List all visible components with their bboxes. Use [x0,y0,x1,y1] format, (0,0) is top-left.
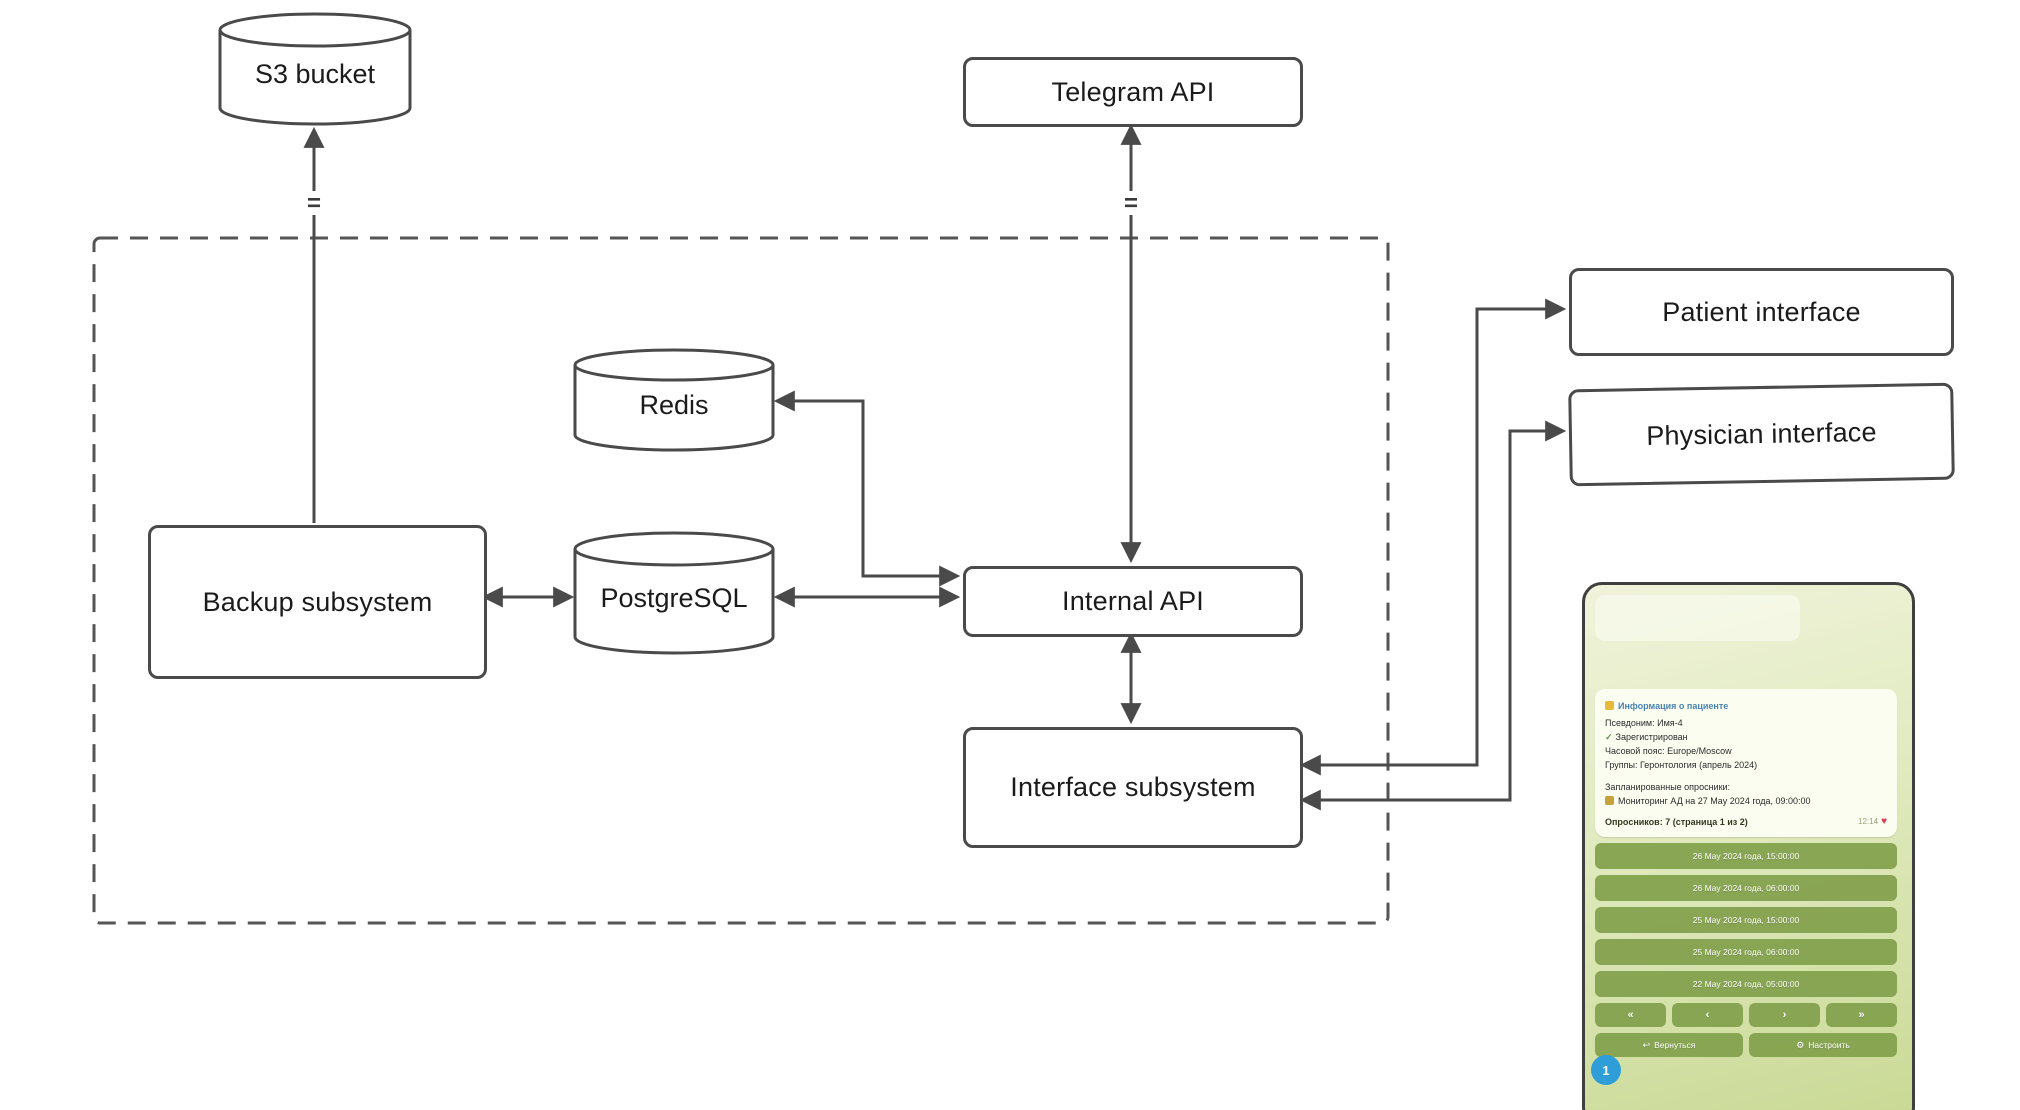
physician-interface-node: Physician interface [1568,382,1955,487]
postgresql-label: PostgreSQL [575,576,773,620]
arrow-interface-physician [1299,420,1567,811]
calendar-icon [1605,796,1614,805]
previous-message-remnant [1595,595,1800,641]
check-icon: ✓ [1605,732,1613,742]
prev-page-button: ‹ [1672,1003,1743,1027]
internal-api-label: Internal API [1062,586,1204,616]
timezone-line: Часовой пояс: Europe/Moscow [1605,746,1732,756]
spacer [1605,772,1887,780]
internal-api-node: Internal API [963,566,1303,637]
patient-info-message: Информация о пациенте Псевдоним: Имя-4 ✓… [1595,689,1897,837]
schedule-button: 25 May 2024 года, 06:00:00 [1595,939,1897,965]
postgresql-text: PostgreSQL [600,582,748,613]
next-page-button: › [1749,1003,1820,1027]
scheduled-item-line: Мониторинг АД на 27 May 2024 года, 09:00… [1605,794,1887,808]
telegram-api-label: Telegram API [1051,76,1215,107]
patient-interface-node: Patient interface [1569,268,1954,356]
back-button: ↩ Вернуться [1595,1033,1743,1057]
postgresql-cylinder [573,549,775,655]
backup-subsystem-label: Backup subsystem [202,586,433,617]
schedule-button: 25 May 2024 года, 15:00:00 [1595,907,1897,933]
s3-bucket-text: S3 bucket [254,58,376,89]
telegram-api-node: Telegram API [963,57,1303,127]
scheduled-header-line: Запланированные опросники: [1605,782,1731,792]
phone-mockup: Информация о пациенте Псевдоним: Имя-4 ✓… [1582,582,1915,1110]
arrow-interface-patient [1299,298,1567,776]
arrow-redis-internal [773,390,961,587]
physician-interface-label: Physician interface [1646,416,1877,452]
redis-cylinder-top [573,348,775,382]
schedule-button: 22 May 2024 года, 05:00:00 [1595,971,1897,997]
settings-button: ⚙ Настроить [1749,1033,1897,1057]
message-title-row: Информация о пациенте [1605,699,1887,713]
next-page-icon: › [1782,1009,1787,1021]
back-icon: ↩ [1642,1039,1651,1050]
scheduled-item-text: Мониторинг АД на 27 May 2024 года, 09:00… [1618,796,1811,806]
registered-text: Зарегистрирован [1615,732,1688,742]
heart-reaction-icon: ♥ [1881,816,1887,827]
gear-icon: ⚙ [1796,1039,1805,1050]
redis-label: Redis [575,383,773,427]
survey-count-text: Опросников: 7 (страница 1 из 2) [1605,817,1748,827]
boundary-mark-bg [303,191,325,215]
schedule-button: 26 May 2024 года, 15:00:00 [1595,843,1897,869]
nickname-line: Псевдоним: Имя-4 [1605,718,1683,728]
message-time: 12:14 [1858,817,1879,826]
postgresql-cylinder-top [573,531,775,567]
schedule-button: 26 May 2024 года, 06:00:00 [1595,875,1897,901]
s3-cylinder [218,30,412,126]
registered-line: ✓Зарегистрирован [1605,730,1887,744]
s3-bucket-label: S3 bucket [220,52,410,96]
info-icon [1605,701,1614,710]
interface-subsystem-label: Interface subsystem [1010,772,1256,802]
unread-count-badge: 1 [1591,1055,1621,1085]
first-page-button: « [1595,1003,1666,1027]
message-meta: 12:14♥ [1858,815,1887,829]
interface-subsystem-node: Interface subsystem [963,727,1303,848]
groups-line: Группы: Геронтология (апрель 2024) [1605,760,1758,770]
message-title: Информация о пациенте [1618,701,1729,711]
backup-subsystem-node: Backup subsystem [148,525,487,679]
first-page-icon: « [1627,1009,1634,1021]
settings-button-label: Настроить [1808,1040,1850,1050]
back-button-label: Вернуться [1654,1040,1696,1050]
boundary-mark-bg [1120,191,1142,215]
patient-interface-label: Patient interface [1662,296,1861,327]
redis-cylinder [573,365,775,452]
prev-page-icon: ‹ [1705,1009,1710,1021]
boundary-mark-telegram: = [1124,190,1138,217]
s3-cylinder-top [218,12,412,48]
pagination-row: « ‹ › » [1595,1003,1897,1027]
last-page-icon: » [1858,1009,1865,1021]
redis-text: Redis [639,389,709,420]
message-footer: Опросников: 7 (страница 1 из 2) 12:14♥ [1605,815,1887,829]
phone-screen: Информация о пациенте Псевдоним: Имя-4 ✓… [1585,585,1912,1110]
boundary-mark-s3: = [307,190,321,217]
action-row: ↩ Вернуться ⚙ Настроить [1595,1033,1897,1057]
last-page-button: » [1826,1003,1897,1027]
